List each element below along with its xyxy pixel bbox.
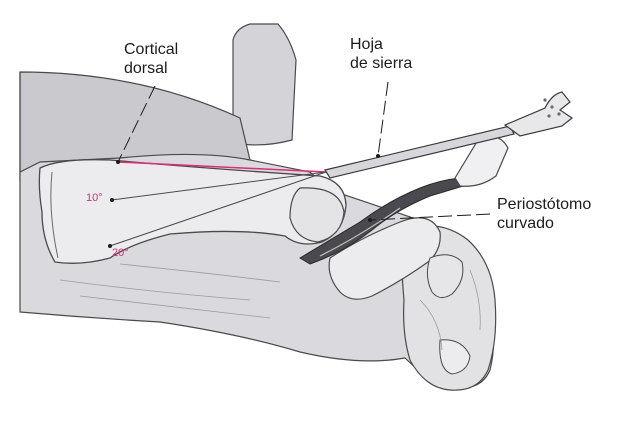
leader-dot-sierra — [376, 154, 380, 158]
label-cortical-dorsal: Cortical dorsal — [124, 40, 178, 78]
leader-dot-periostotomo — [368, 218, 372, 222]
label-angle-20: 20° — [112, 247, 129, 259]
leader-hoja-de-sierra — [378, 82, 388, 156]
point-10 — [110, 198, 114, 202]
label-periostotomo-curvado: Periostótomo curvado — [497, 195, 591, 233]
label-hoja-de-sierra: Hoja de sierra — [350, 35, 412, 73]
label-angle-10: 10° — [86, 192, 103, 204]
leader-dot-cortical — [116, 160, 120, 164]
saw-blade-tip — [505, 92, 572, 136]
